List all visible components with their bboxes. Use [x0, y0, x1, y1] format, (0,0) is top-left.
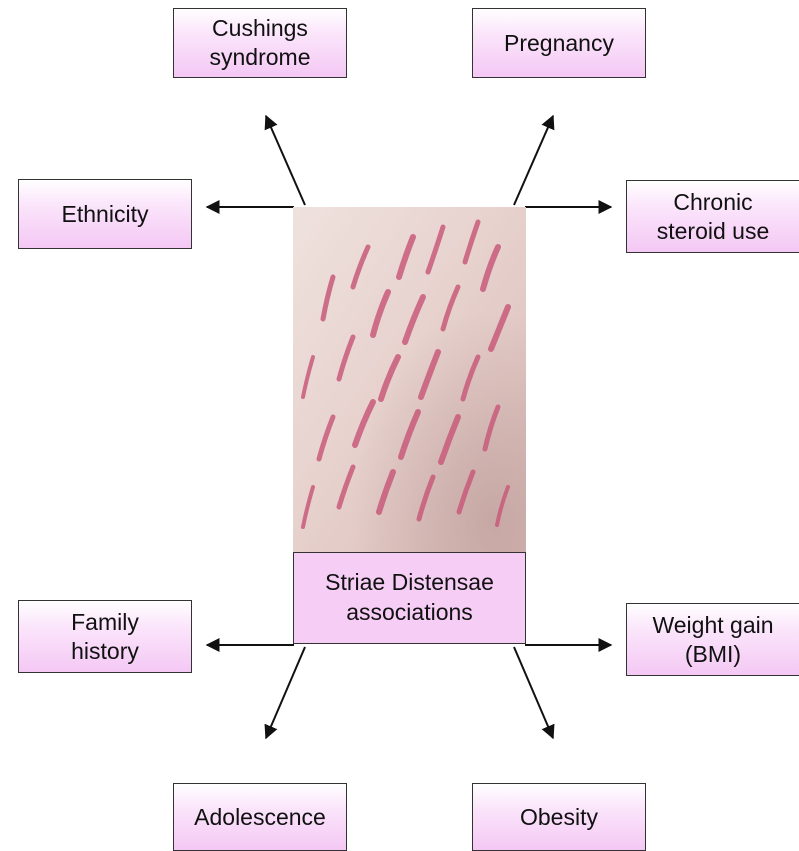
- factor-cushings-syndrome: Cushings syndrome: [173, 8, 347, 78]
- factor-family-history: Family history: [18, 600, 192, 673]
- factor-adolescence: Adolescence: [173, 783, 347, 851]
- factor-weight-gain-bmi: Weight gain (BMI): [626, 603, 799, 676]
- arrow-to-pregnancy: [514, 116, 553, 205]
- arrow-to-obesity: [514, 647, 553, 738]
- center-label-box: Striae Distensae associations: [293, 552, 526, 644]
- striae-skin-photo: [293, 207, 526, 552]
- factor-chronic-steroid-use: Chronic steroid use: [626, 180, 799, 253]
- factor-pregnancy: Pregnancy: [472, 8, 646, 78]
- factor-ethnicity: Ethnicity: [18, 179, 192, 249]
- arrow-to-adolescence: [266, 647, 305, 738]
- factor-obesity: Obesity: [472, 783, 646, 851]
- arrow-to-cushings: [266, 116, 305, 205]
